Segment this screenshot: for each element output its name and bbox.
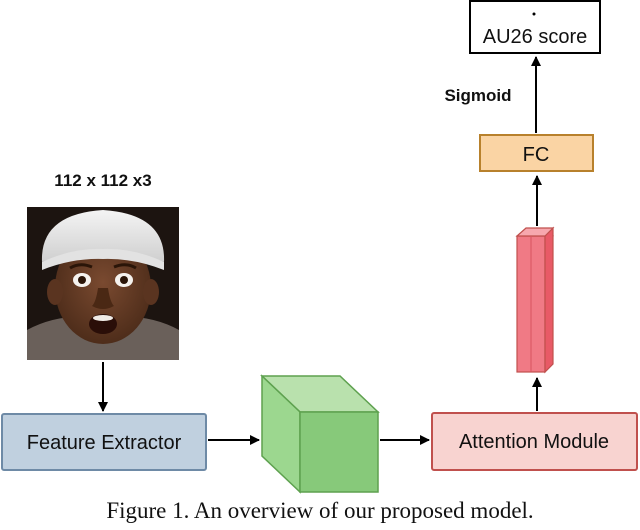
activation-label: Sigmoid bbox=[444, 86, 511, 105]
fc-label: FC bbox=[523, 144, 550, 166]
feature-extractor-label: Feature Extractor bbox=[27, 432, 182, 454]
green-cube-icon bbox=[260, 374, 380, 494]
red-bar-icon bbox=[515, 226, 555, 374]
face-photo-icon bbox=[27, 207, 179, 360]
attention-module-label: Attention Module bbox=[459, 431, 609, 453]
vector-top-cap bbox=[515, 227, 555, 237]
attention-module-box bbox=[431, 412, 638, 471]
output-dot-icon bbox=[532, 12, 536, 16]
cube-front-face bbox=[299, 411, 379, 493]
fc-block: FC bbox=[479, 134, 594, 172]
output-label: AU26 score bbox=[483, 26, 588, 48]
input-size-label: 112 x 112 x3 bbox=[54, 171, 151, 190]
output-block: AU26 score bbox=[469, 0, 601, 54]
attention-module-block: Attention Module bbox=[431, 412, 638, 471]
feature-extractor-block: Feature Extractor bbox=[1, 413, 207, 471]
fc-box bbox=[479, 134, 594, 172]
feature-extractor-box bbox=[1, 413, 207, 471]
output-box bbox=[469, 0, 601, 54]
figure-caption: Figure 1. An overview of our proposed mo… bbox=[106, 498, 534, 523]
vector-side-face bbox=[544, 226, 554, 374]
